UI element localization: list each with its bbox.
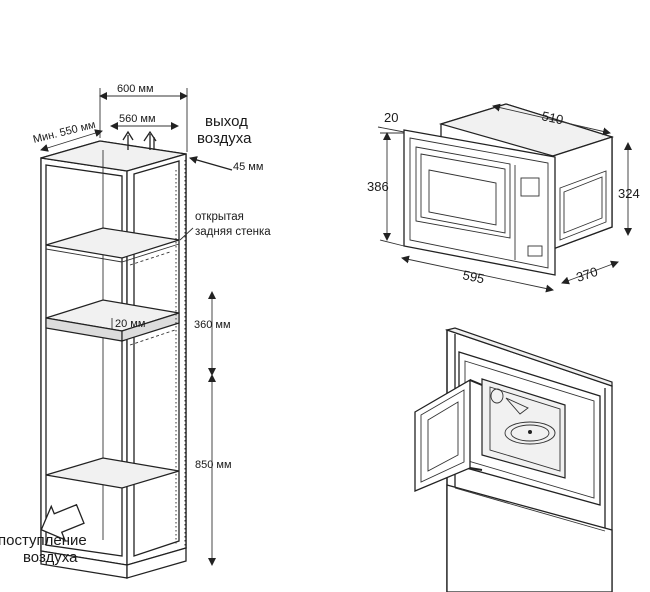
air-inlet-label-1: поступление — [0, 532, 87, 549]
depth-510-label: 510 — [540, 108, 564, 127]
niche-360-label: 360 мм — [194, 319, 231, 331]
air-inlet-label-2: воздуха — [23, 549, 78, 566]
installed-oven-drawing — [414, 327, 613, 592]
min-depth-label: Мин. 550 мм — [32, 119, 97, 146]
width-595-label: 595 — [461, 267, 485, 286]
air-outlet-label-1: выход — [205, 113, 248, 130]
shelf-20-label: 20 мм — [115, 318, 145, 330]
open-back-label-1: открытая — [195, 211, 244, 223]
depth-370-label: 370 — [574, 264, 599, 285]
height-850-label: 850 мм — [195, 459, 232, 471]
open-back-label-2: задняя стенка — [195, 226, 271, 238]
cabinet-drawing: 600 мм 560 мм Мин. 550 мм выход воздуха … — [0, 83, 271, 579]
oven-dimensions-drawing: 20 510 386 324 595 370 — [367, 103, 640, 293]
width-560-label: 560 мм — [119, 113, 156, 125]
height-386-label: 386 — [367, 179, 389, 194]
gap-45-label: 45 мм — [233, 161, 263, 173]
air-outlet-label-2: воздуха — [197, 130, 252, 147]
height-324-label: 324 — [618, 186, 640, 201]
width-600-label: 600 мм — [117, 83, 154, 95]
depth-20-label: 20 — [384, 110, 398, 125]
